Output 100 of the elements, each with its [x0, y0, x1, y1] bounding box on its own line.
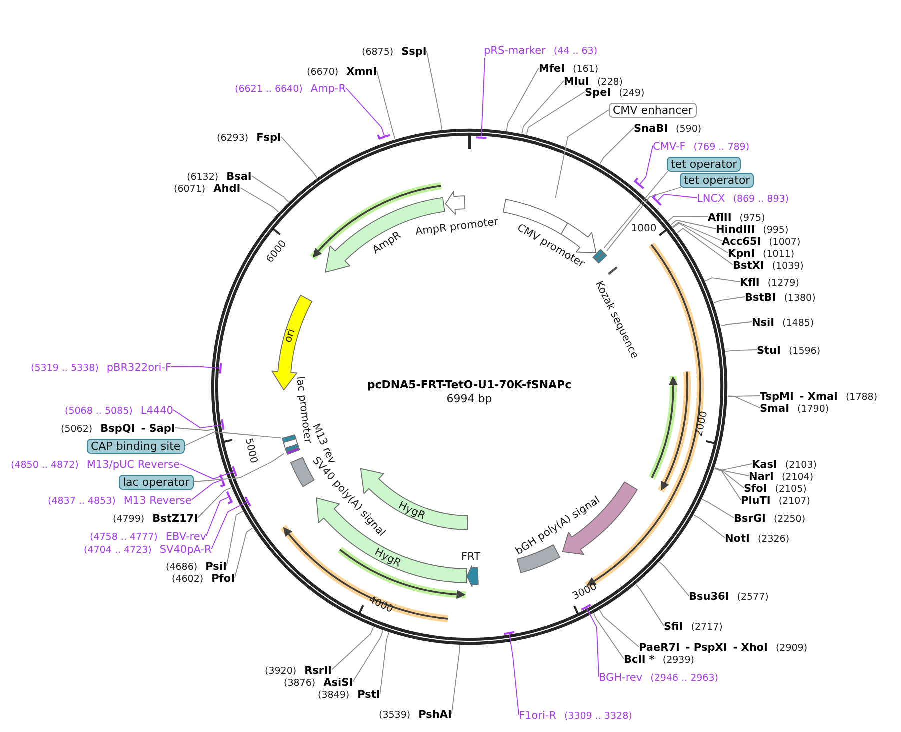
- leader-line: [184, 432, 282, 446]
- scale-label: 4000: [367, 594, 395, 616]
- site-position: (3539): [379, 710, 411, 721]
- scale-label: 3000: [571, 582, 599, 603]
- leader-line: [555, 110, 610, 198]
- enzyme-name: - XhoI: [733, 642, 768, 654]
- leader-line: [593, 613, 624, 660]
- leader-line: [725, 350, 758, 352]
- site-position: (6293): [217, 133, 249, 144]
- scale-label: 2000: [694, 410, 710, 438]
- leader-line: [720, 322, 752, 327]
- leader-line: [206, 496, 230, 536]
- leader-line: [426, 50, 442, 130]
- primer-name: M13 Reverse: [124, 495, 192, 507]
- enzyme-name: AflII: [708, 212, 732, 224]
- enzyme-name: - XmaI: [800, 391, 838, 403]
- leader-line: [600, 128, 634, 164]
- leader-line: [346, 88, 385, 136]
- leader-line: [728, 396, 760, 397]
- enzyme-name: MluI: [564, 76, 590, 88]
- feature-tag: tet operator: [680, 172, 754, 188]
- enzyme-name: SfiI: [664, 621, 684, 633]
- enzyme-name: SspI: [402, 46, 427, 58]
- primer-name: LNCX: [697, 193, 726, 205]
- primer-name: pBR322ori-F: [106, 362, 172, 374]
- leader-line: [640, 146, 654, 185]
- primer-range: (6621 .. 6640): [235, 84, 303, 95]
- enzyme-name: SfoI: [744, 483, 768, 495]
- site-position: (1790): [798, 404, 830, 415]
- leader-line: [251, 176, 290, 203]
- primer-name: CMV-F: [653, 141, 686, 153]
- leader-line: [702, 499, 734, 518]
- leader-line: [522, 80, 564, 134]
- primer-name: M13/pUC Reverse: [86, 459, 180, 471]
- leader-line: [173, 410, 222, 429]
- leader-line: [234, 528, 254, 578]
- site-position: (5062): [61, 424, 93, 435]
- feature-label: FRT: [462, 551, 480, 563]
- leader-line: [226, 511, 244, 566]
- site-position: (2717): [691, 622, 723, 633]
- enzyme-name: NsiI: [752, 317, 775, 329]
- leader-line: [658, 194, 698, 202]
- enzyme-name: RsrII: [304, 665, 332, 677]
- enzyme-name: XmnI: [346, 66, 378, 78]
- enzyme-name: FspI: [256, 132, 282, 144]
- enzyme-name: NotI: [725, 533, 750, 545]
- leader-line: [694, 514, 726, 538]
- leader-line: [727, 396, 760, 408]
- site-position: (2250): [774, 514, 806, 525]
- site-position: (975): [740, 213, 766, 224]
- site-position: (2939): [662, 655, 694, 666]
- leader-line: [509, 634, 520, 716]
- origin-feature: [271, 294, 314, 392]
- enzyme-name: BstBI: [745, 292, 776, 304]
- leader-line: [451, 644, 460, 714]
- leader-line: [240, 188, 280, 213]
- enzyme-name: BstZ17I: [152, 513, 198, 525]
- site-position: (2326): [758, 534, 790, 545]
- site-position: (228): [597, 77, 623, 88]
- leader-line: [586, 608, 600, 678]
- site-position: (3876): [284, 678, 316, 689]
- leader-line: [526, 92, 586, 136]
- enzyme-name: HindIII: [716, 224, 756, 236]
- site-position: (1788): [846, 392, 878, 403]
- feature-tag: CAP binding site: [87, 438, 185, 454]
- site-position: (2104): [782, 472, 814, 483]
- plasmid-name: pcDNA5-FRT-TetO-U1-70K-fSNAPc: [367, 378, 572, 392]
- leader-line: [672, 222, 728, 254]
- enzyme-name: BspQI: [100, 423, 136, 435]
- leader-line: [171, 366, 220, 369]
- site-position: (6132): [187, 172, 219, 183]
- enzyme-name: PaeR7I: [639, 642, 680, 654]
- primer-range: (4850 .. 4872): [11, 460, 79, 471]
- enzyme-name: KflI: [740, 277, 760, 289]
- feature-tag: lac operator: [119, 474, 194, 490]
- plasmid-length: 6994 bp: [446, 392, 492, 406]
- site-position: (1011): [763, 249, 795, 260]
- primer-range: (5068 .. 5085): [65, 406, 133, 417]
- enzyme-name: AsiSI: [324, 677, 354, 689]
- leader-line: [506, 68, 540, 132]
- leader-line: [191, 480, 222, 500]
- leader-line: [636, 584, 664, 626]
- enzyme-name: PluTI: [741, 495, 771, 507]
- enzyme-name: KasI: [752, 459, 778, 471]
- primer-range: (769 .. 789): [694, 142, 750, 153]
- leader-line: [606, 187, 682, 252]
- site-position: (1279): [768, 278, 800, 289]
- enzyme-name: BclI *: [624, 654, 655, 666]
- site-position: (4602): [172, 574, 204, 585]
- enzyme-name: MfeI: [539, 63, 566, 75]
- leader-line: [676, 228, 734, 266]
- site-position: (3920): [265, 666, 297, 677]
- feature-label: lac promoter: [294, 376, 314, 444]
- primer-name: L4440: [140, 405, 174, 417]
- leader-line: [198, 488, 232, 518]
- enzyme-name: SmaI: [760, 403, 790, 415]
- site-position: (2103): [785, 460, 817, 471]
- leader-line: [670, 220, 716, 230]
- feature-tag: tet operator: [667, 156, 742, 172]
- enzyme-name: TspMI: [760, 391, 794, 403]
